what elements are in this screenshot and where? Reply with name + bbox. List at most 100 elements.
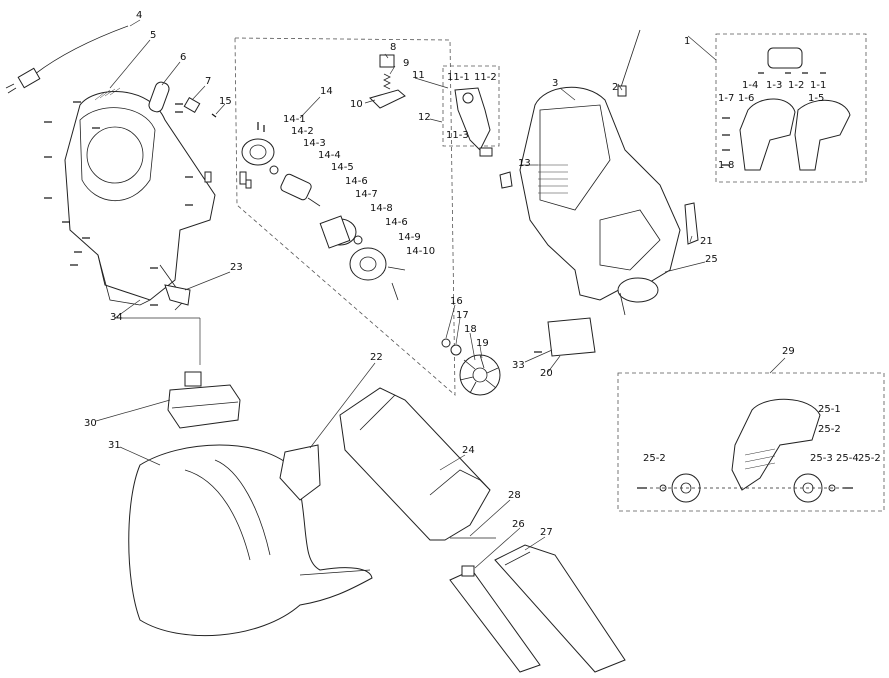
- callout-28: 28: [508, 490, 521, 501]
- callout-8: 8: [390, 42, 396, 53]
- callout-14-2: 14-2: [291, 126, 314, 137]
- cord-sleeve: [148, 81, 170, 113]
- callout-12: 12: [418, 112, 431, 123]
- callout-1-7: 1-7: [718, 93, 734, 104]
- switch-group-box: [442, 65, 500, 147]
- fan-washer: [450, 344, 462, 356]
- motor-stator: [319, 215, 357, 249]
- callout-1-5: 1-5: [808, 93, 824, 104]
- callout-11-3: 11-3: [446, 130, 469, 141]
- callout-29: 29: [782, 346, 795, 357]
- handle-group-box: [715, 33, 867, 183]
- callout-20: 20: [540, 368, 553, 379]
- callout-11-2: 11-2: [474, 72, 497, 83]
- callout-7: 7: [205, 76, 211, 87]
- left-housing: [64, 87, 216, 311]
- callout-14-6a: 14-6: [345, 176, 368, 187]
- callout-25: 25: [705, 254, 718, 265]
- latch: [164, 284, 191, 306]
- motor-long-screw: [387, 266, 406, 271]
- motor-armature: [280, 173, 321, 207]
- callout-22: 22: [370, 352, 383, 363]
- collection-bag: [128, 444, 373, 637]
- callout-25-1: 25-1: [818, 404, 841, 415]
- callout-27: 27: [540, 527, 553, 538]
- upper-tube: [339, 387, 491, 541]
- switch-assembly: [454, 87, 493, 157]
- vacuum-adapter: [167, 371, 241, 429]
- callout-1-3: 1-3: [766, 80, 782, 91]
- motor-brush-holder: [239, 122, 275, 189]
- callout-9: 9: [403, 58, 409, 69]
- callout-1-2: 1-2: [788, 80, 804, 91]
- callout-14-8: 14-8: [370, 203, 393, 214]
- callout-1-1: 1-1: [810, 80, 826, 91]
- callout-24: 24: [462, 445, 475, 456]
- callout-23: 23: [230, 262, 243, 273]
- callout-14-10: 14-10: [406, 246, 435, 257]
- callout-1: 1: [684, 36, 690, 47]
- motor-long-screw-2: [391, 282, 399, 301]
- wheel-group-box: [617, 372, 885, 512]
- motor-washer: [353, 235, 363, 245]
- callout-14-3: 14-3: [303, 138, 326, 149]
- callout-11-1: 11-1: [447, 72, 470, 83]
- callout-5: 5: [150, 30, 156, 41]
- callout-4: 4: [136, 10, 142, 21]
- callout-16: 16: [450, 296, 463, 307]
- callout-21: 21: [700, 236, 713, 247]
- callout-33: 33: [512, 360, 525, 371]
- handle-assembly: [722, 47, 851, 171]
- callout-18: 18: [464, 324, 477, 335]
- callout-6: 6: [180, 52, 186, 63]
- callout-14-6b: 14-6: [385, 217, 408, 228]
- callout-25-2c: 25-2: [858, 453, 881, 464]
- callout-1-8: 1-8: [718, 160, 734, 171]
- pin: [211, 113, 217, 118]
- small-nut: [204, 171, 212, 183]
- callout-17: 17: [456, 310, 469, 321]
- callout-1-6: 1-6: [738, 93, 754, 104]
- callout-13: 13: [518, 158, 531, 169]
- callout-19: 19: [476, 338, 489, 349]
- motor-end-cap: [349, 247, 387, 281]
- lower-tube-left: [449, 565, 541, 673]
- callout-3: 3: [552, 78, 558, 89]
- right-housing: [519, 86, 681, 316]
- callout-14-5: 14-5: [331, 162, 354, 173]
- callout-34: 34: [110, 312, 123, 323]
- switch-lever: [499, 171, 513, 189]
- callout-1-4: 1-4: [742, 80, 758, 91]
- motor-group-box: [234, 37, 456, 396]
- housing-screws: [44, 101, 193, 306]
- callout-11: 11: [412, 70, 425, 81]
- tube-nozzle-cap: [279, 444, 321, 501]
- callout-14-9: 14-9: [398, 232, 421, 243]
- callout-30: 30: [84, 418, 97, 429]
- power-cord: [5, 25, 129, 94]
- fan-nut: [441, 338, 451, 348]
- callout-2: 2: [612, 82, 618, 93]
- callout-31: 31: [108, 440, 121, 451]
- cord-clamp: [175, 96, 201, 114]
- callout-14-4: 14-4: [318, 150, 341, 161]
- callout-26: 26: [512, 519, 525, 530]
- impeller-fan: [459, 354, 501, 396]
- callout-25-2b: 25-2: [643, 453, 666, 464]
- callout-14: 14: [320, 86, 333, 97]
- callout-25-4: 25-4: [836, 453, 859, 464]
- callout-25-2a: 25-2: [818, 424, 841, 435]
- wheel-assembly: [637, 398, 853, 503]
- wheel-lever: [684, 202, 699, 245]
- callout-10: 10: [350, 99, 363, 110]
- bearing: [269, 165, 279, 175]
- switch-button: [369, 54, 406, 109]
- callout-labels: 1 1-4 1-3 1-2 1-1 1-7 1-6 1-5 1-8 2 3 4 …: [84, 10, 881, 538]
- callout-25-3: 25-3: [810, 453, 833, 464]
- lower-tube-right: [494, 544, 626, 673]
- callout-14-7: 14-7: [355, 189, 378, 200]
- cord-wire: [617, 29, 641, 97]
- callout-14-1: 14-1: [283, 114, 306, 125]
- vacuum-flap: [534, 317, 596, 357]
